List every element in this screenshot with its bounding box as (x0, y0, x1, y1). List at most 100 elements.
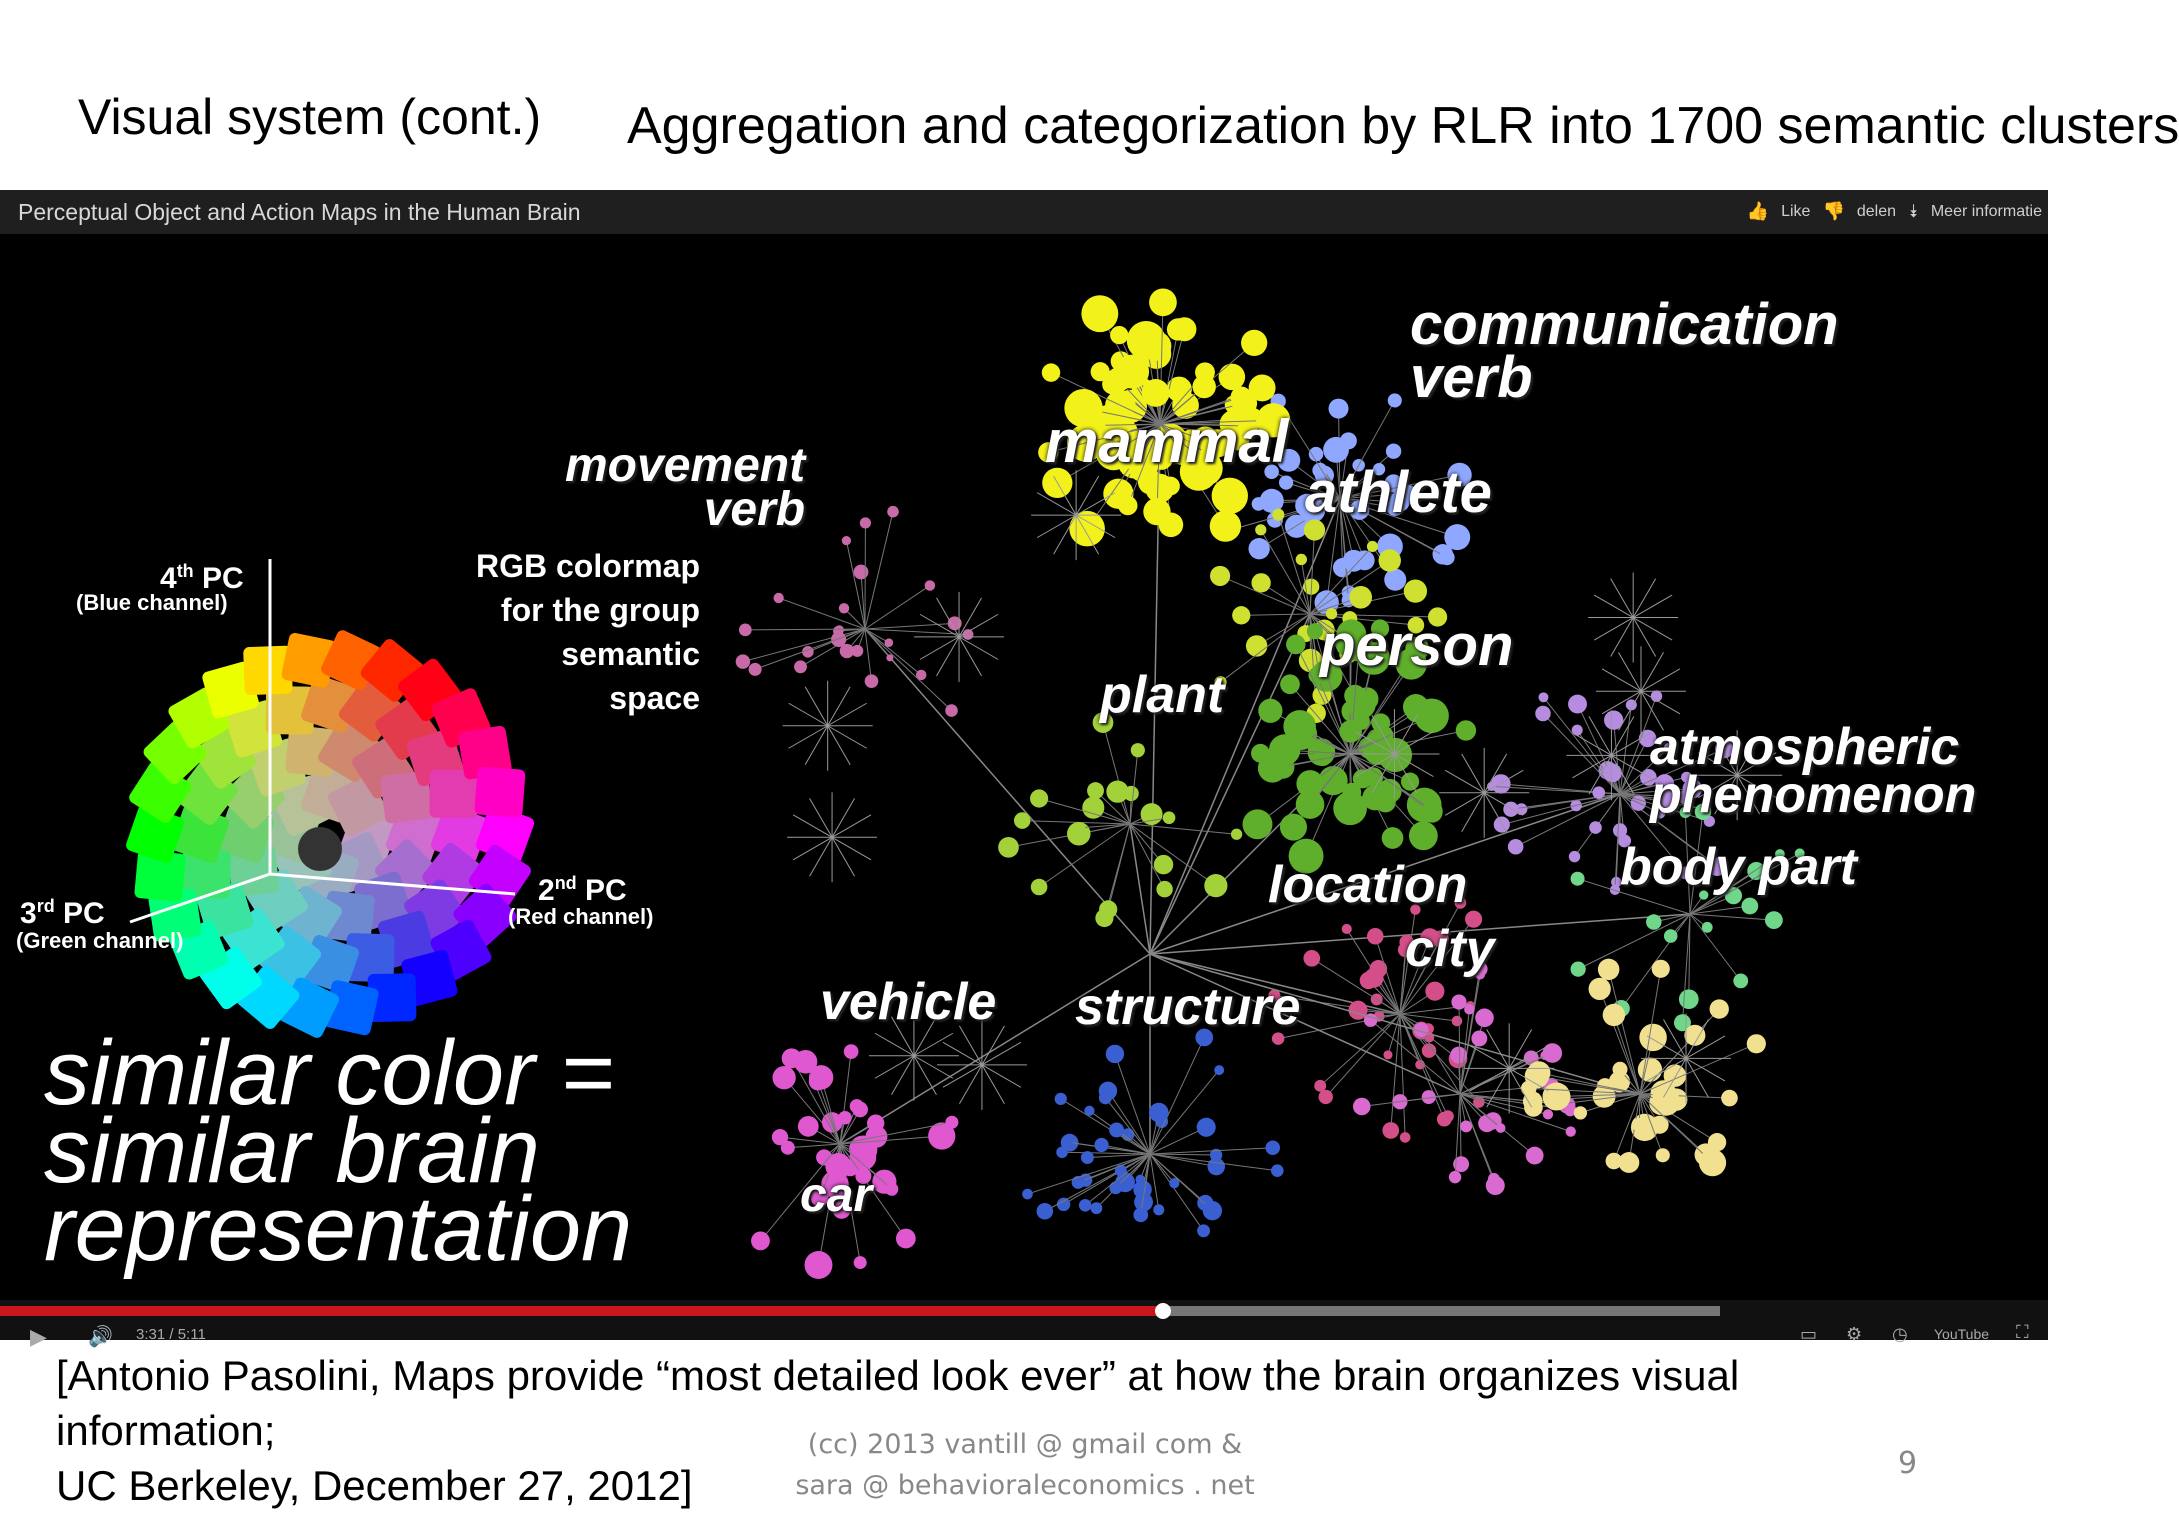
cluster-node (1571, 724, 1583, 736)
cluster-node (1166, 318, 1190, 341)
star-edge (1036, 492, 1077, 516)
star-edge (1714, 735, 1738, 776)
cluster-node (1654, 807, 1666, 819)
chevron-down-icon[interactable]: ⯯ (1908, 201, 1919, 221)
cluster-node (1169, 439, 1195, 465)
cluster-node (1565, 1126, 1576, 1137)
volume-icon[interactable]: 🔊 (88, 1326, 113, 1348)
thumbs-down-icon[interactable]: 👎 (1822, 201, 1845, 221)
gear-icon[interactable]: ⚙ (1846, 1324, 1863, 1344)
rgb-colormap-label: RGB colormap for the group semantic spac… (430, 544, 700, 720)
tree-edge (1339, 498, 1344, 568)
pc3-channel-label: (Green channel) (16, 928, 184, 953)
tree-edge (1087, 1153, 1151, 1159)
tree-edge (1515, 793, 1621, 848)
tree-branch (864, 628, 1151, 955)
cluster-node (924, 580, 936, 591)
tree-branch (1149, 498, 1341, 955)
cluster-node (1421, 801, 1443, 823)
axis-pc2 (269, 872, 516, 896)
tree-edge (1619, 738, 1649, 795)
colormap-cell (281, 632, 337, 688)
video-title-bar: Perceptual Object and Action Maps in the… (0, 190, 2048, 234)
tree-edge (1595, 793, 1621, 828)
cluster-node (1764, 911, 1783, 929)
cluster-node (1333, 791, 1367, 826)
cluster-node (1602, 1003, 1626, 1027)
cluster-node (1314, 1079, 1327, 1092)
cluster-node (1280, 674, 1300, 695)
thumbs-up-icon[interactable]: 👍 (1746, 201, 1770, 221)
cluster-node (1153, 1204, 1165, 1216)
cluster-node (1363, 968, 1384, 988)
cluster-node (1639, 1023, 1667, 1052)
tree-edge (1501, 793, 1621, 826)
star-edge (1572, 754, 1612, 779)
star-edge (981, 1025, 1005, 1066)
like-button[interactable]: Like (1781, 202, 1811, 220)
cluster-node (1427, 607, 1448, 627)
star-edge (792, 836, 833, 861)
tree-edge (1387, 1013, 1401, 1056)
cluster-label: location (1268, 856, 1468, 914)
cluster-node (1448, 1170, 1462, 1184)
cluster-node (1323, 436, 1349, 463)
tree-edge (1319, 1013, 1401, 1087)
tree-edge (1309, 546, 1373, 615)
tree-edge (754, 628, 866, 670)
tree-edge (1048, 423, 1161, 453)
video-frame[interactable]: 4th PC (Blue channel) 2nd PC (Red channe… (0, 234, 2048, 1300)
cluster-node (1148, 444, 1174, 470)
video-title[interactable]: Perceptual Object and Action Maps in the… (18, 199, 581, 225)
cluster-node (1447, 462, 1472, 488)
star-edge (1588, 716, 1612, 756)
axis-pc3 (129, 872, 271, 924)
cluster-label: athlete (1305, 460, 1492, 525)
star-edge (1601, 668, 1642, 692)
star-edge (1371, 714, 1395, 755)
cluster-node (1403, 579, 1428, 603)
cluster-node (1313, 747, 1333, 767)
youtube-logo[interactable]: YouTube (1934, 1326, 1990, 1342)
colormap-cell (182, 849, 231, 899)
cluster-node (1268, 989, 1281, 1002)
tree-edge (1129, 817, 1170, 825)
video-player[interactable]: Perceptual Object and Action Maps in the… (0, 190, 2048, 1349)
cluster-node (1678, 989, 1699, 1010)
cluster-node (1408, 821, 1438, 851)
tree-branch (1149, 953, 1461, 1095)
captions-icon[interactable]: ▭ (1800, 1324, 1818, 1344)
tree-edge (1149, 1153, 1175, 1184)
cluster-node (1694, 803, 1712, 821)
cluster-node (1109, 1122, 1125, 1138)
cluster-node (1366, 540, 1379, 553)
fullscreen-icon[interactable]: ⛶ (2016, 1322, 2029, 1342)
credits: (cc) 2013 vantill @ gmail com & sara @ b… (790, 1424, 1260, 1506)
cluster-node (1030, 878, 1048, 896)
tree-edge (1309, 560, 1391, 615)
cluster-node (1087, 782, 1104, 800)
tree-edge (1027, 1153, 1151, 1195)
cluster-node (1211, 477, 1248, 514)
progress-scrubber[interactable] (1155, 1303, 1171, 1319)
cluster-node (1378, 549, 1401, 572)
star-edge (936, 597, 960, 638)
tree-edge (1079, 823, 1131, 829)
tree-edge (864, 628, 922, 676)
star-edge (1736, 774, 1777, 799)
play-icon[interactable]: ▶ (30, 1324, 47, 1349)
cluster-node (852, 1101, 868, 1118)
star-edge (1618, 691, 1642, 731)
watch-later-icon[interactable]: ◷ (1892, 1324, 1908, 1344)
more-info-button[interactable]: Meer informatie (1930, 202, 2042, 220)
cluster-node (1721, 1089, 1738, 1107)
cluster-node (1121, 1128, 1135, 1141)
cluster-node (1684, 1024, 1706, 1046)
cluster-node (1118, 495, 1138, 516)
tree-edge (1374, 936, 1401, 1015)
video-actions: 👍 Like 👎 delen ⯯ Meer informatie (1747, 201, 2042, 222)
cluster-node (1106, 780, 1129, 803)
progress-fill (0, 1306, 1163, 1316)
tree-edge (1258, 498, 1341, 550)
share-button[interactable]: delen (1856, 202, 1897, 220)
